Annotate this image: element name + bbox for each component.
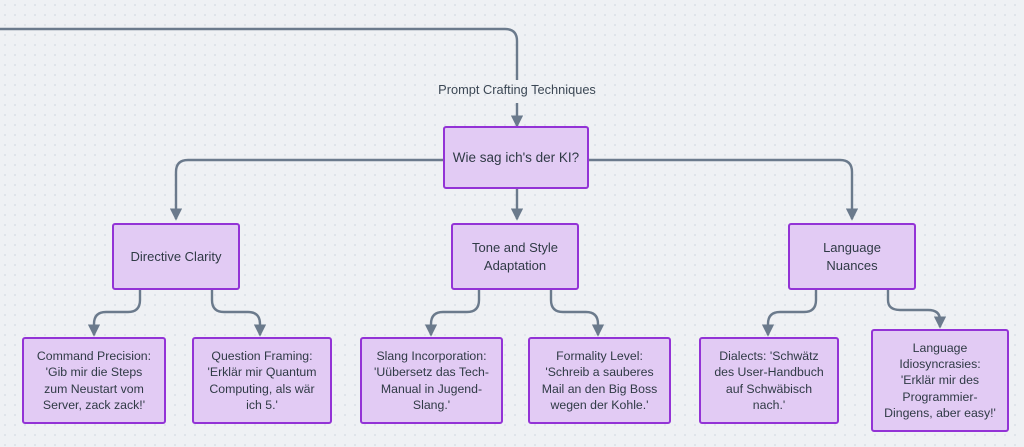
node-root-label: Wie sag ich's der KI? <box>452 149 580 165</box>
node-language-idiosyncrasies-label: Language Idiosyncrasies: 'Erklär mir des… <box>884 340 996 420</box>
edge-directive-to-command-precision <box>87 290 142 337</box>
edge-directive-to-question-framing <box>210 290 267 337</box>
node-directive-clarity-label: Directive Clarity <box>130 248 222 264</box>
edge-language-to-idiosyncrasies <box>886 290 947 329</box>
node-language-nuances-label: Language Nuances <box>823 240 881 273</box>
edge-top-rail <box>0 27 519 80</box>
edge-tone-to-formality-level <box>549 290 605 337</box>
node-formality-level[interactable]: Formality Level: 'Schreib a sauberes Mai… <box>528 337 671 424</box>
node-command-precision[interactable]: Command Precision: 'Gib mir die Steps zu… <box>22 337 166 424</box>
node-tone-and-style-adaptation[interactable]: Tone and Style Adaptation <box>451 223 579 290</box>
edge-root-to-directive-clarity <box>169 158 443 221</box>
node-root[interactable]: Wie sag ich's der KI? <box>443 126 589 189</box>
node-dialects-label: Dialects: 'Schwätz des User-Handbuch auf… <box>714 349 824 412</box>
edge-tone-to-slang-incorporation <box>424 290 481 337</box>
diagram-title-label: Prompt Crafting Techniques <box>438 82 596 97</box>
node-question-framing[interactable]: Question Framing: 'Erklär mir Quantum Co… <box>192 337 332 424</box>
node-dialects[interactable]: Dialects: 'Schwätz des User-Handbuch auf… <box>699 337 839 424</box>
node-question-framing-label: Question Framing: 'Erklär mir Quantum Co… <box>207 349 317 412</box>
edge-language-to-dialects <box>761 290 818 337</box>
node-language-idiosyncrasies[interactable]: Language Idiosyncrasies: 'Erklär mir des… <box>871 329 1009 432</box>
node-language-nuances[interactable]: Language Nuances <box>788 223 916 290</box>
node-formality-level-label: Formality Level: 'Schreib a sauberes Mai… <box>541 349 658 412</box>
node-slang-incorporation-label: Slang Incorporation: 'Uübersetz das Tech… <box>374 349 489 412</box>
node-slang-incorporation[interactable]: Slang Incorporation: 'Uübersetz das Tech… <box>360 337 503 424</box>
edge-root-to-language-nuances <box>589 158 859 221</box>
node-directive-clarity[interactable]: Directive Clarity <box>112 223 240 290</box>
node-command-precision-label: Command Precision: 'Gib mir die Steps zu… <box>36 349 152 412</box>
node-tone-and-style-adaptation-label: Tone and Style Adaptation <box>471 240 558 273</box>
